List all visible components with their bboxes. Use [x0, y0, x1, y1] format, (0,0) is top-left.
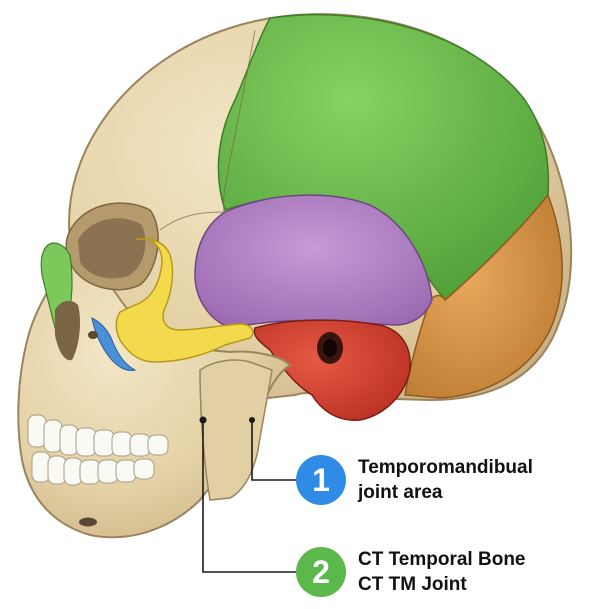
- callout-leader-lines: [202, 420, 296, 573]
- mandible-ramus: [199, 359, 273, 501]
- suture-lines: [159, 29, 256, 231]
- callout-2-label: CT Temporal Bone CT TM Joint: [358, 547, 526, 597]
- badge-2: 2: [296, 547, 346, 597]
- leader-dot-2: [199, 416, 207, 424]
- leader-line-1: [251, 420, 296, 481]
- callout-1-line-2: joint area: [358, 482, 443, 503]
- upper-teeth: [27, 414, 169, 457]
- lower-teeth: [31, 451, 155, 486]
- nasal-aperture: [55, 300, 80, 361]
- temporal-petrous-region: [253, 319, 411, 421]
- callout-1: 1 Temporomandibual joint area: [296, 455, 533, 505]
- callout-2-line-2: CT TM Joint: [358, 574, 467, 595]
- callout-1-label: Temporomandibual joint area: [358, 455, 533, 505]
- ear-canal-inner: [323, 339, 337, 357]
- zygomatic-region: [115, 238, 254, 363]
- leader-line-2: [202, 420, 296, 573]
- mental-foramen: [79, 517, 97, 527]
- leader-dot-1: [249, 417, 255, 423]
- callout-2-line-1: CT Temporal Bone: [358, 549, 526, 570]
- badge-1: 1: [296, 455, 346, 505]
- parietal-region: [217, 13, 550, 302]
- callout-2: 2 CT Temporal Bone CT TM Joint: [296, 547, 526, 597]
- temporal-squama-region: [194, 194, 433, 329]
- infraorbital-foramen: [88, 331, 98, 339]
- maxilla-edge: [91, 317, 137, 371]
- callout-1-line-1: Temporomandibual: [358, 457, 533, 478]
- orbit-shadow: [78, 218, 146, 279]
